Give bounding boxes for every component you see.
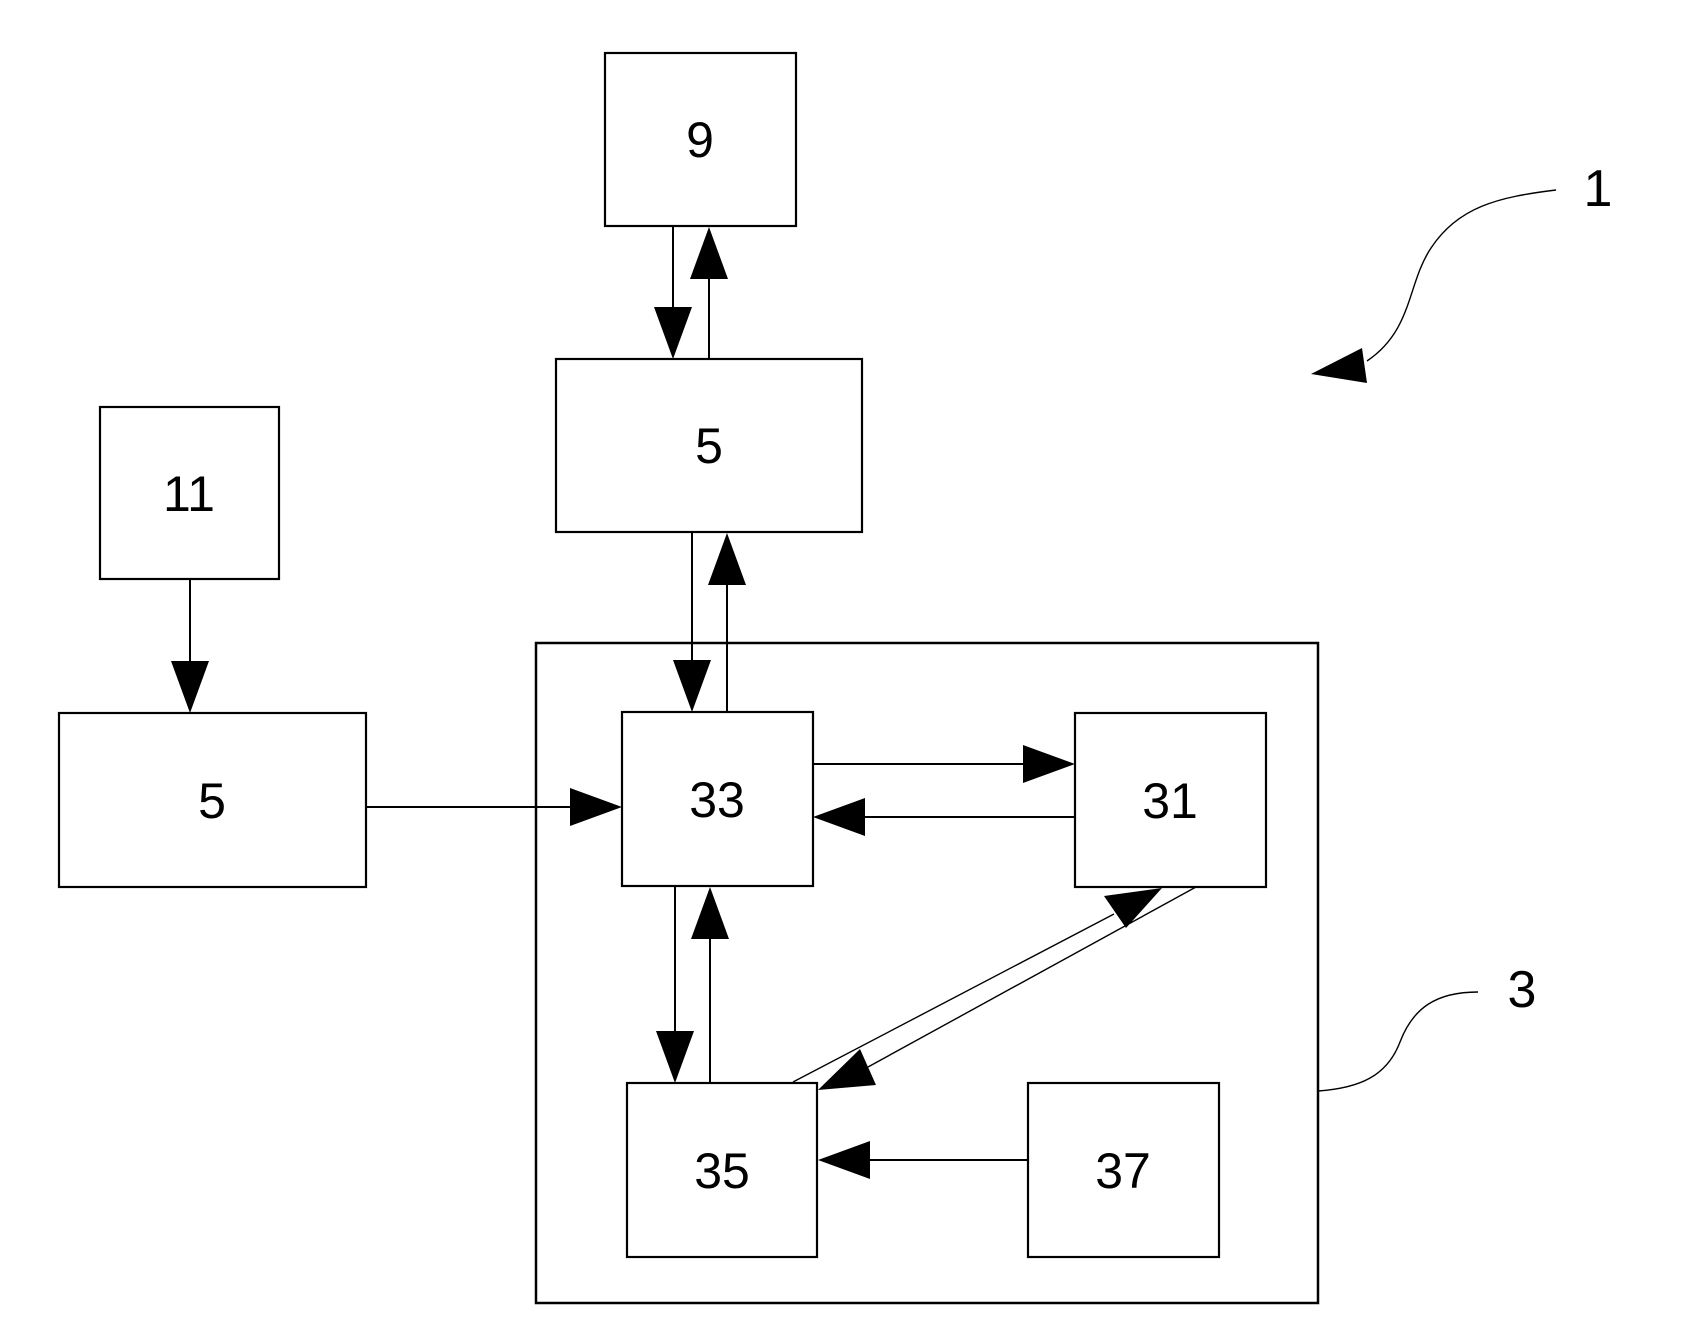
arrow-33-to-31-head: [1023, 745, 1075, 783]
container-box-3: [534, 641, 1320, 1305]
arrow-33-to-5top-head: [708, 533, 746, 585]
arrow-31-to-33: [813, 798, 1075, 836]
arrow-5top-to-33-head: [673, 660, 711, 712]
arrow-37-to-35: [818, 1141, 1028, 1179]
box-37-rect: [1026, 1081, 1221, 1259]
arrow-35-to-33-head: [691, 887, 729, 939]
box-5-top-label: 5: [695, 418, 723, 474]
arrow-11-to-5left-head: [171, 661, 209, 713]
arrow-31-to-35-line: [867, 886, 1197, 1068]
box-31-rect: [1073, 711, 1268, 889]
box-33-label: 33: [689, 772, 745, 828]
arrow-33-to-31: [813, 745, 1075, 783]
ref-3-label: 3: [1508, 961, 1537, 1019]
box-9-label: 9: [686, 112, 714, 168]
ref-1-group: 1: [1311, 160, 1612, 383]
arrow-33-to-5top: [708, 533, 746, 712]
arrow-9-to-5top-head: [654, 307, 692, 359]
box-33-rect: [620, 710, 815, 888]
node-box-37: 37: [1026, 1081, 1221, 1259]
box-35-rect: [625, 1081, 819, 1259]
arrow-31-to-33-head: [813, 798, 865, 836]
node-box-11: 11: [98, 405, 281, 581]
box-37-label: 37: [1095, 1143, 1151, 1199]
ref-1-leader-line: [1366, 189, 1557, 362]
box-5-left-label: 5: [198, 773, 226, 829]
ref-3-group: 3: [1317, 961, 1537, 1092]
arrow-5top-to-9: [690, 227, 728, 359]
node-box-31: 31: [1073, 711, 1268, 889]
arrow-31-to-35: [818, 886, 1197, 1090]
ref-1-label: 1: [1584, 160, 1613, 218]
arrow-35-to-31: [792, 888, 1162, 1083]
box-5-left-rect: [57, 711, 368, 889]
arrow-35-to-31-line: [792, 913, 1115, 1083]
arrow-33-to-35-head: [656, 1031, 694, 1083]
node-box-5-top: 5: [554, 357, 864, 534]
node-box-9: 9: [603, 51, 798, 228]
arrow-5top-to-33: [673, 532, 711, 712]
arrow-35-to-33: [691, 887, 729, 1083]
arrow-33-to-35: [656, 886, 694, 1083]
box-11-label: 11: [163, 466, 215, 522]
arrow-5left-to-33: [366, 788, 622, 826]
arrow-5top-to-9-head: [690, 227, 728, 279]
node-box-35: 35: [625, 1081, 819, 1259]
box-31-label: 31: [1142, 773, 1198, 829]
box-11-rect: [98, 405, 281, 581]
box-35-label: 35: [694, 1143, 750, 1199]
arrow-5left-to-33-head: [570, 788, 622, 826]
arrow-9-to-5top: [654, 226, 692, 359]
ref-1-leader-arrowhead: [1311, 348, 1367, 383]
ref-3-leader-line: [1317, 991, 1479, 1092]
box-5-top-rect: [554, 357, 864, 534]
arrow-31-to-35-head: [818, 1049, 876, 1090]
node-box-33: 33: [620, 710, 815, 888]
arrow-37-to-35-head: [818, 1141, 870, 1179]
box-9-rect: [603, 51, 798, 228]
node-box-5-left: 5: [57, 711, 368, 889]
arrow-11-to-5left: [171, 579, 209, 713]
arrow-35-to-31-head: [1104, 888, 1162, 928]
